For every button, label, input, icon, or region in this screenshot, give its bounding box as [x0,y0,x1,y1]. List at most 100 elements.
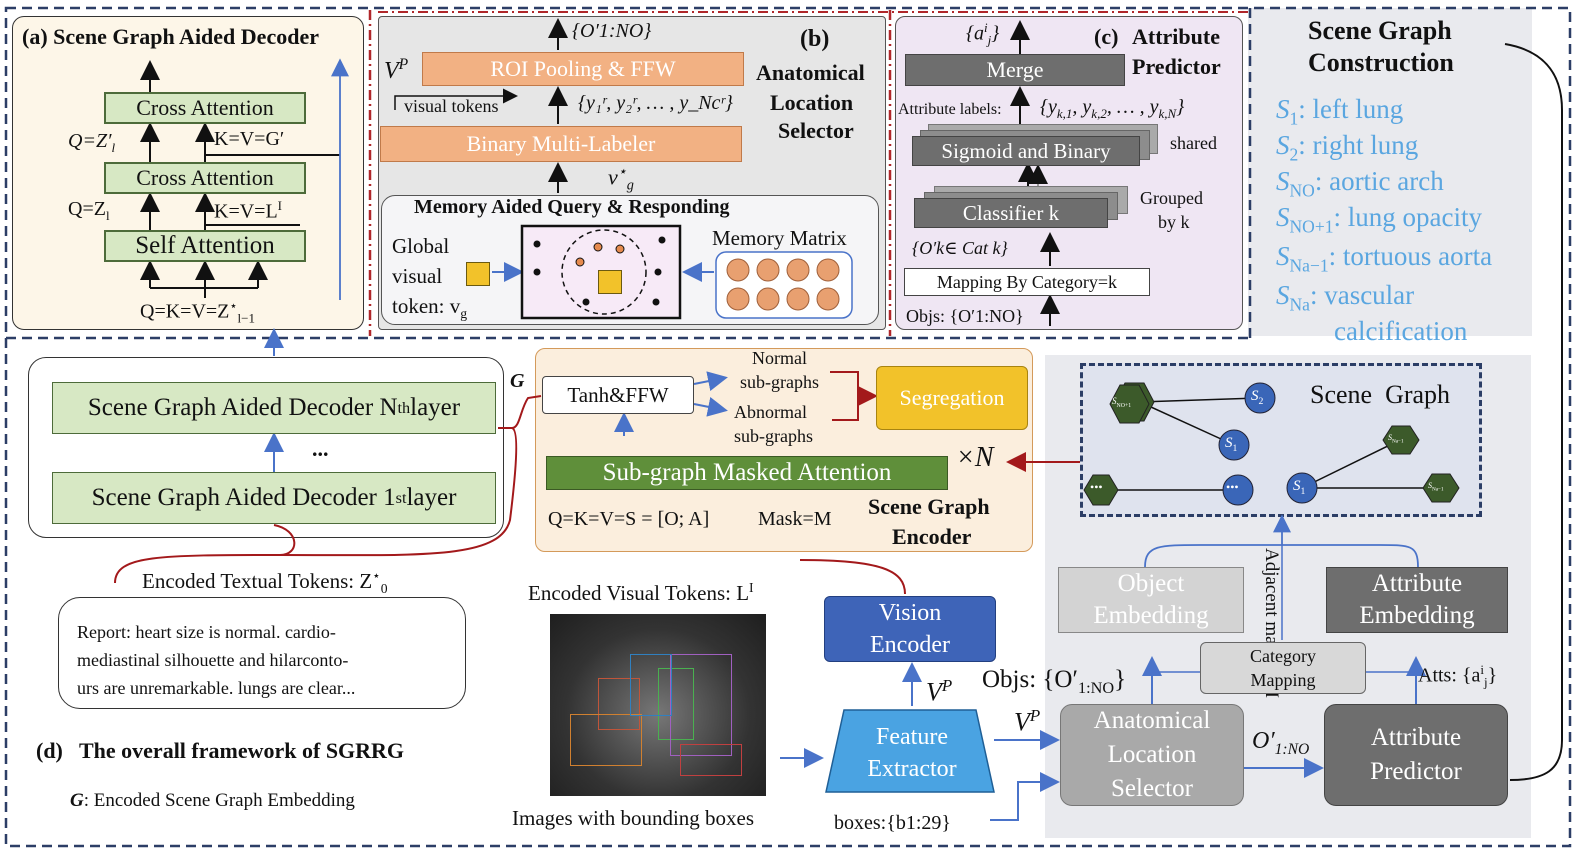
sgc-item-3: SNO: aortic arch [1276,166,1444,201]
node-no1: SNO+1 [1112,396,1132,409]
vp-label-1: VP [926,676,953,707]
global-token-3: token: vg [392,294,468,322]
sgc-item-1: S1: left lung [1276,94,1404,129]
report-line-3: urs are unremarkable. lungs are clear... [77,678,356,698]
d-title: (d) The overall framework of SGRRG [36,738,405,763]
xray-image [550,614,766,796]
encoder-title-1: Scene Graph [868,494,990,519]
attr-set: {yk,1, yk,2, … , yk,N} [1040,96,1185,121]
sgc-item-4: SNO+1: lung opacity [1276,202,1482,237]
panel-c-letter: (c) [1094,24,1119,49]
o-arrow-label: O′1:NO [1252,728,1310,758]
attr-labels: Attribute labels: [898,101,1002,118]
bbox-2 [658,668,694,740]
node-ellipsis-hex: ••• [1090,480,1103,494]
global-token-square [466,262,490,286]
panel-b-title-2: Location [770,90,854,115]
bbox-1 [598,678,640,730]
panel-c-output: {aij} [966,20,1000,48]
normal-label-2: sub-graphs [740,372,819,392]
panel-c-title-1: Attribute [1132,24,1220,49]
node-ellipsis-circle: ••• [1226,480,1239,494]
query-square [598,270,622,294]
grouped-1: Grouped [1140,188,1203,208]
panel-c-title-2: Predictor [1132,54,1221,79]
g-definition: G: Encoded Scene Graph Embedding [70,790,355,811]
bbox-3 [670,654,732,756]
classifier-k: Classifier k [914,198,1108,228]
sgc-item-6: SNa: vascular [1276,280,1415,315]
report-line-1: Report: heart size is normal. cardio- [77,622,336,642]
panel-b-output-label: {O′1:NO} [572,20,652,42]
g-label: G [510,370,525,392]
abnormal-label-2: sub-graphs [734,426,813,446]
global-token-1: Global [392,234,450,258]
normal-label-1: Normal [752,348,807,368]
q-top-label: Q=Z′l [68,130,116,155]
bbox-6 [680,744,742,776]
textual-tokens-label: Encoded Textual Tokens: Z⋆0 [142,568,388,597]
node-s1-b: S1 [1293,478,1306,497]
mask-label: Mask=M [758,508,832,530]
memory-title: Memory Aided Query & Responding [414,196,730,218]
sigmoid-binary: Sigmoid and Binary [912,136,1140,166]
tanh-ffw: Tanh&FFW [542,376,694,414]
bbox-4 [570,714,642,766]
mapping-box: Mapping By Category=k [904,268,1150,296]
memory-matrix-label: Memory Matrix [712,226,847,250]
node-s1-a: S1 [1225,435,1238,454]
report-line-2: mediastinal silhouette and hilarconto- [77,650,349,670]
abnormal-label-1: Abnormal [734,402,807,422]
node-s2: S2 [1251,388,1264,407]
masked-attention-box: Sub-graph Masked Attention [546,456,948,490]
kv-top-label: K=V=G′ [214,128,285,150]
q-mid-label: Q=Zl [68,198,110,223]
panel-b-letter: (b) [800,26,830,52]
bbox-5 [630,654,672,716]
sgc-title-2: Construction [1308,48,1454,77]
q-bottom-label: Q=K=V=Z⋆l−1 [140,298,255,326]
vg-star-label: v⋆g [608,164,634,194]
cross-attention-mid: Cross Attention [104,162,306,194]
sgc-item-5: SNa−1: tortuous aorta [1276,241,1493,276]
cat-set: {O′k∈ Cat k} [912,238,1008,258]
panel-a-title: (a) Scene Graph Aided Decoder [22,24,319,49]
cross-attention-top: Cross Attention [104,92,306,124]
right-panel-bg [1248,8,1532,336]
shared-label: shared [1170,133,1217,153]
sgc-item-6-cont: calcification [1334,316,1468,346]
vp-label-2: VP [1014,706,1041,737]
images-caption: Images with bounding boxes [512,806,755,830]
report-box: Report: heart size is normal. cardio- me… [58,597,466,709]
merge-box: Merge [905,54,1125,86]
node-na1-a: SNa−1 [1388,433,1404,445]
sgc-item-2: S2: right lung [1276,130,1419,165]
boxes-label: boxes:{b1:29} [834,812,951,834]
times-n-label: ×N [956,442,994,473]
global-token-2: visual [392,264,443,288]
node-na1-b: SNa−1 [1428,481,1444,493]
roi-pooling: ROI Pooling & FFW [422,52,744,86]
kv-mid-label: K=V=LI [214,198,283,223]
vp-label: VP [384,56,409,84]
visual-tokens-label-bottom: Encoded Visual Tokens: LI [528,580,754,605]
segregation-box: Segregation [876,366,1028,430]
panel-b-title-3: Selector [778,118,854,143]
sgc-title-1: Scene Graph [1308,16,1452,45]
encoder-title-2: Encoder [892,524,972,549]
panel-c-objs: Objs: {O′1:NO} [906,306,1024,326]
qkv-label: Q=K=V=S = [O; A] [548,508,710,530]
atts-label: Atts: {aij} [1418,662,1498,690]
self-attention: Self Attention [104,230,306,262]
